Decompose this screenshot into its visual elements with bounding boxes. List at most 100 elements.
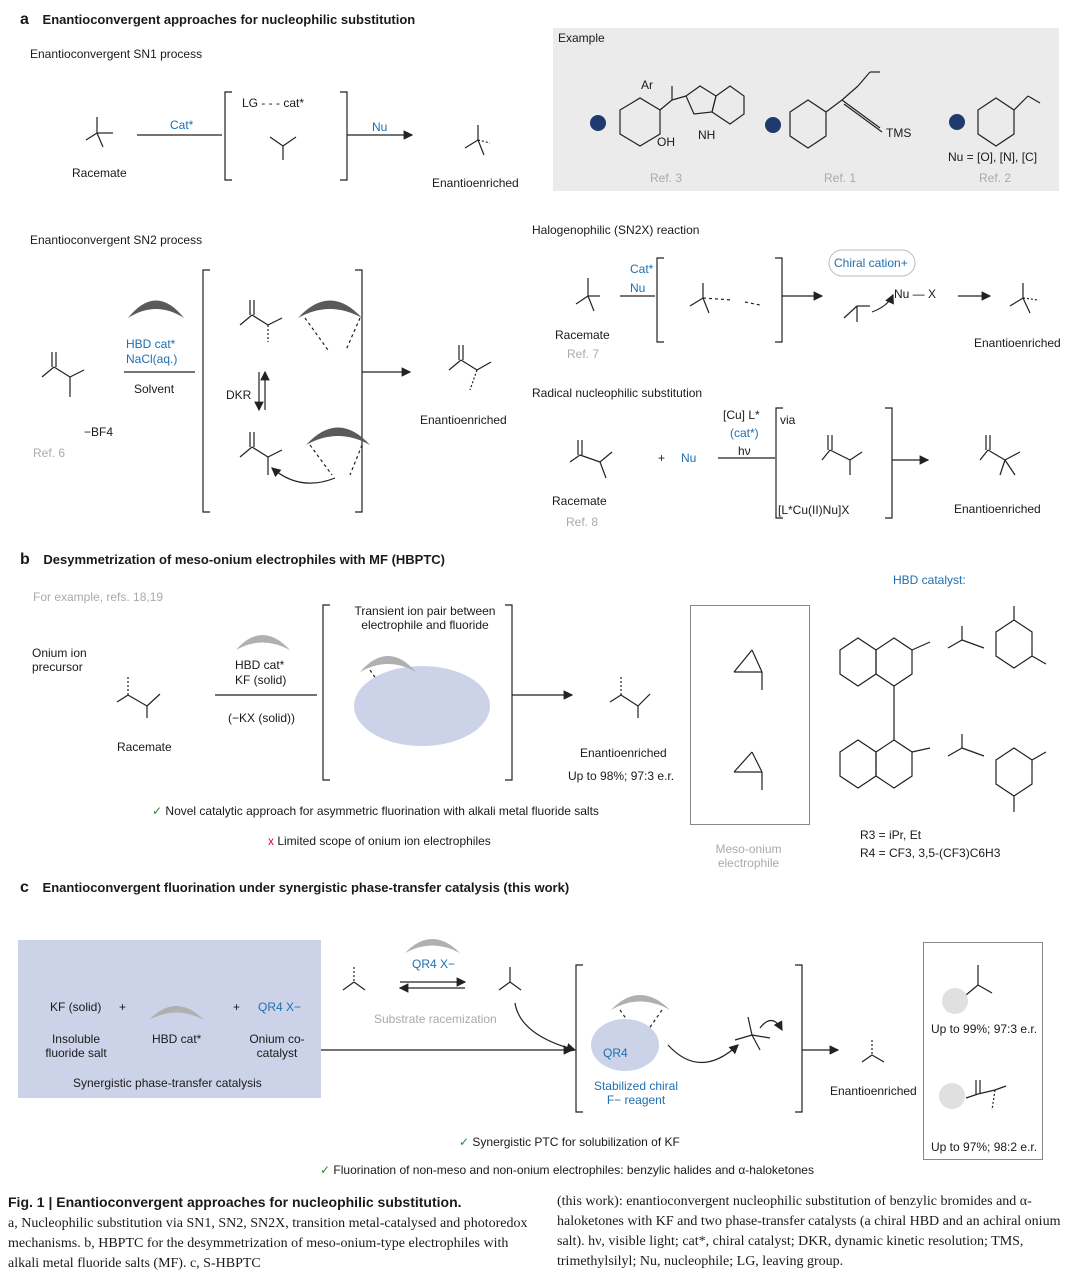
panel-b-title: Desymmetrization of meso-onium electroph…: [43, 552, 446, 567]
c-bracket-right: [795, 964, 803, 1113]
halogen-bracket-right: [775, 257, 783, 343]
sn2-solvent-label: Solvent: [134, 382, 175, 396]
b-ion-pair-ellipse: [354, 666, 490, 746]
b-product-structure: [609, 677, 651, 718]
c-hbd-label: HBD cat*: [152, 1032, 202, 1046]
sn2-product-label: Enantioenriched: [420, 413, 507, 427]
sn2-upper-structure: [239, 300, 283, 342]
caption-title: Fig. 1 | Enantioconvergent approaches fo…: [8, 1194, 462, 1210]
example-box: [553, 28, 1059, 191]
b-cross-icon: x: [268, 834, 274, 848]
sn2-lower-structure: [239, 432, 283, 475]
c-ar-circle-2: [939, 1083, 965, 1109]
example-benzyl-structure: [977, 95, 1041, 147]
example-dot-2: [765, 117, 781, 133]
halogen-cat-label: Cat*: [630, 262, 654, 276]
radical-bracket-left: [775, 407, 783, 519]
b-aziridinium-structure: [733, 751, 763, 790]
sn2-upper-hbond-1: [304, 317, 329, 351]
c-plus-1: +: [119, 1000, 127, 1014]
radical-via-label: via: [780, 413, 796, 427]
example-ref-1: Ref. 3: [650, 171, 683, 185]
sn1-heading: Enantioconvergent SN1 process: [30, 47, 203, 61]
panel-a-letter: a: [20, 11, 29, 28]
sn1-cat-label: Cat*: [170, 118, 194, 132]
c-synergistic-label: Synergistic phase-transfer catalysis: [73, 1076, 262, 1090]
c-ts-structure: [734, 1016, 771, 1051]
radical-hv-label: hν: [738, 444, 751, 458]
b-con-row: x Limited scope of onium ion electrophil…: [268, 834, 491, 848]
sn2-lower-hbond-2: [349, 444, 363, 476]
c-pro-text-1: Synergistic PTC for solubilization of KF: [472, 1135, 680, 1149]
sn1-product-label: Enantioenriched: [432, 176, 519, 190]
synergistic-ptc-box: [18, 940, 321, 1098]
b-hbd-catalyst-structure: [839, 606, 1047, 812]
halogen-chiral-cation: Chiral cation+: [834, 256, 908, 270]
b-meso-label: Meso-onium electrophile: [715, 842, 782, 871]
radical-plus: +: [658, 451, 666, 465]
sn1-carbocation-structure: [269, 136, 297, 160]
sn1-racemate-structure: [85, 117, 113, 148]
c-product-structure: [861, 1040, 885, 1063]
sn1-lg-cat-label: LG - - - cat*: [242, 96, 305, 110]
c-stabilized-f-ellipse: [591, 1019, 659, 1071]
b-hbd-catalyst-title: HBD catalyst:: [893, 573, 966, 587]
sn2-dkr-label: DKR: [226, 388, 252, 402]
b-ion-pair-label: Transient ion pair between electrophile …: [354, 604, 496, 633]
c-qr4-label: QR4: [603, 1046, 628, 1060]
radical-product-label: Enantioenriched: [954, 502, 1041, 516]
panel-b-letter: b: [20, 551, 30, 568]
panel-c-title: Enantioconvergent fluorination under syn…: [42, 880, 570, 895]
panel-a-heading: a Enantioconvergent approaches for nucle…: [20, 11, 415, 29]
b-example-refs: For example, refs. 18,19: [33, 590, 164, 604]
panel-c-heading: c Enantioconvergent fluorination under s…: [20, 879, 569, 897]
caption-right-text: (this work): enantioconvergent nucleophi…: [557, 1194, 1061, 1269]
c-kf-label: KF (solid): [50, 1000, 102, 1014]
sn2-bf4-label: −BF4: [84, 425, 114, 439]
example-ar-label: Ar: [641, 78, 653, 92]
example-tms-label: TMS: [886, 126, 912, 140]
sn2-sulfonium-structure: [41, 352, 85, 397]
example-dot-3: [949, 114, 965, 130]
sn2-bracket-left: [202, 269, 210, 513]
sn2-bracket-right: [355, 269, 363, 513]
products-box: [923, 942, 1043, 1160]
b-product-label: Enantioenriched: [580, 746, 667, 760]
example-nh-label: NH: [698, 128, 716, 142]
b-hbd-label: HBD cat*: [235, 658, 285, 672]
halogen-product-structure: [1009, 283, 1039, 314]
c-plus-2: +: [233, 1000, 241, 1014]
radical-intermediate-structure: [821, 435, 863, 475]
example-ref-3: Ref. 2: [979, 171, 1012, 185]
c-pro-row-2: ✓ Fluorination of non-meso and non-onium…: [320, 1163, 814, 1177]
sn2-lower-catalyst-icon: [306, 427, 370, 445]
example-phenol-structure: [619, 85, 745, 147]
b-kx-label: (−KX (solid)): [228, 711, 296, 725]
radical-complex-label: [L*Cu(II)Nu]X: [778, 503, 850, 517]
b-yield: Up to 98%; 97:3 e.r.: [568, 769, 675, 783]
c-ion-pair-catalyst-icon: [611, 995, 670, 1010]
c-racemization-label: Substrate racemization: [374, 1012, 497, 1026]
c-leaving-arrow: [759, 1019, 783, 1032]
halogen-ref: Ref. 7: [567, 347, 600, 361]
b-ion-pair-catalyst-icon: [360, 656, 416, 672]
caption-left-text: a, Nucleophilic substitution via SN1, SN…: [8, 1216, 528, 1271]
caption-right: (this work): enantioconvergent nucleophi…: [557, 1192, 1072, 1272]
b-racemate-structure: [116, 677, 161, 718]
c-insoluble-label: Insoluble fluoride salt: [45, 1032, 107, 1061]
panel-c-letter: c: [20, 879, 29, 896]
sn1-nu-label: Nu: [372, 120, 388, 134]
b-racemate-label: Racemate: [117, 740, 172, 754]
b-thiiranium-structure: [733, 649, 763, 690]
c-check-icon-1: ✓: [459, 1135, 470, 1149]
c-bracket-left: [575, 964, 583, 1113]
radical-product-structure: [979, 435, 1021, 476]
radical-cat-label: (cat*): [730, 426, 759, 440]
sn2-product-structure: [448, 345, 492, 391]
c-racemization-qr4x: QR4 X−: [412, 957, 456, 971]
c-product-label: Enantioenriched: [830, 1084, 917, 1098]
radical-bracket-right: [885, 407, 893, 519]
halogen-racemate-structure: [575, 278, 600, 312]
c-hbd-catalyst-icon: [149, 1006, 204, 1020]
halogen-racemate-label: Racemate: [555, 328, 610, 342]
